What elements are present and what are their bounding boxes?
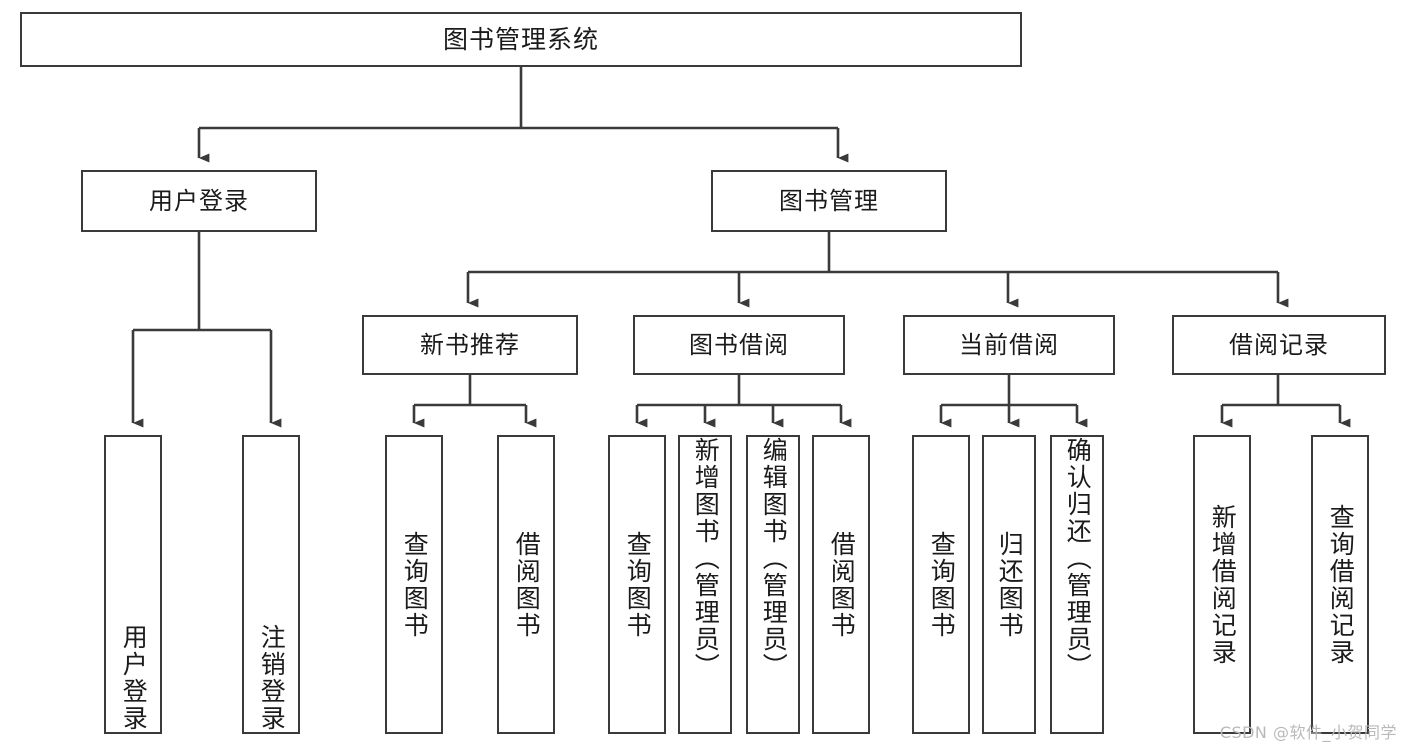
leaf-label: 新增图书（管理员） (691, 437, 721, 680)
leaf-query-borrow-record[interactable]: 查询借阅记录 (1311, 435, 1369, 734)
leaf-add-book-admin[interactable]: 新增图书（管理员） (678, 435, 732, 734)
leaf-return-book[interactable]: 归还图书 (982, 435, 1036, 734)
leaf-query-book-borrow[interactable]: 查询图书 (608, 435, 666, 734)
leaf-borrow-book[interactable]: 借阅图书 (812, 435, 870, 734)
leaf-label: 查询图书 (623, 530, 653, 639)
leaf-label: 归还图书 (995, 530, 1025, 639)
leaf-query-book-recommend[interactable]: 查询图书 (385, 435, 443, 734)
leaf-label: 编辑图书（管理员） (759, 437, 789, 680)
leaf-label: 查询图书 (400, 530, 430, 639)
leaf-label: 注销登录 (257, 624, 287, 732)
leaf-add-borrow-record[interactable]: 新增借阅记录 (1193, 435, 1251, 734)
csdn-watermark: CSDN @软件_小贺同学 (1219, 723, 1397, 742)
leaf-label: 借阅图书 (827, 530, 857, 639)
leaf-edit-book-admin[interactable]: 编辑图书（管理员） (746, 435, 800, 734)
node-user-login[interactable]: 用户登录 (81, 170, 317, 232)
leaf-borrow-book-recommend[interactable]: 借阅图书 (497, 435, 555, 734)
node-current-borrow[interactable]: 当前借阅 (903, 315, 1115, 375)
leaf-logout[interactable]: 注销登录 (242, 435, 300, 734)
leaf-label: 查询图书 (927, 530, 957, 639)
node-borrow-record[interactable]: 借阅记录 (1172, 315, 1386, 375)
leaf-label: 确认归还（管理员） (1063, 437, 1093, 680)
node-root[interactable]: 图书管理系统 (20, 12, 1022, 67)
leaf-label: 用户登录 (119, 624, 149, 732)
leaf-user-login[interactable]: 用户登录 (104, 435, 162, 734)
leaf-label: 借阅图书 (512, 530, 542, 639)
leaf-label: 查询借阅记录 (1326, 503, 1356, 666)
leaf-confirm-return-admin[interactable]: 确认归还（管理员） (1050, 435, 1104, 734)
node-book-management[interactable]: 图书管理 (711, 170, 947, 232)
leaf-query-book-current[interactable]: 查询图书 (912, 435, 970, 734)
node-book-borrow[interactable]: 图书借阅 (633, 315, 845, 375)
leaf-label: 新增借阅记录 (1208, 503, 1238, 666)
node-new-book-recommend[interactable]: 新书推荐 (362, 315, 578, 375)
